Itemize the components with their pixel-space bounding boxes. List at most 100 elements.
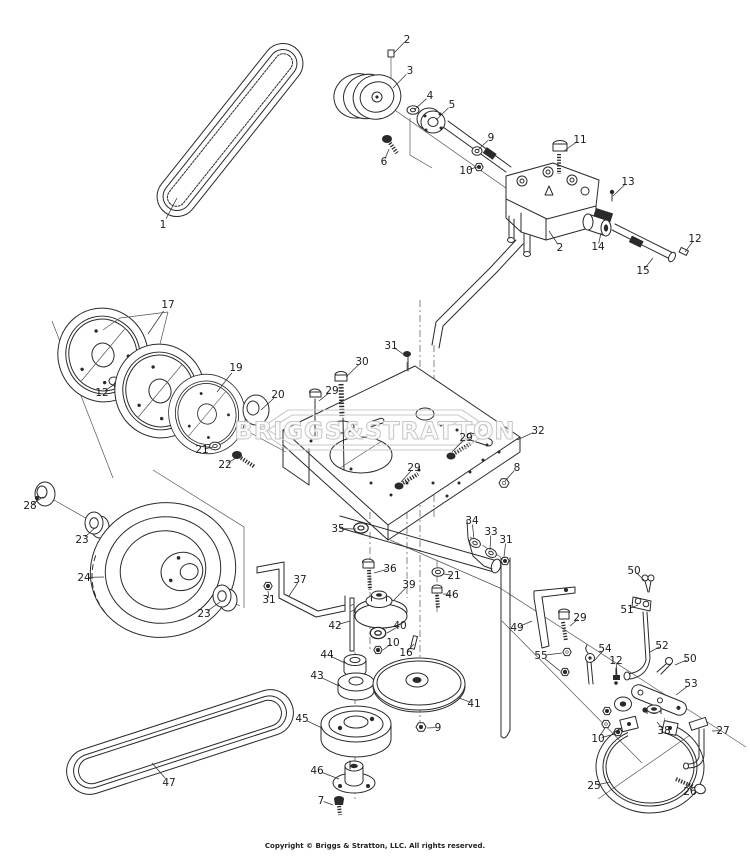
callout-leader	[516, 432, 534, 441]
right-linkage	[500, 557, 709, 814]
callout-leader	[321, 772, 340, 780]
callout-label-12: 12	[609, 655, 622, 667]
callout-leader	[472, 524, 475, 540]
callout-label-1: 1	[160, 219, 167, 231]
callout-label-50: 50	[683, 653, 696, 665]
callout-label-34: 34	[465, 515, 479, 527]
callout-label-41: 41	[467, 698, 480, 710]
callout-leader	[318, 392, 330, 402]
callout-label-21: 21	[195, 444, 208, 456]
callout-leader	[468, 166, 478, 171]
callout-label-55: 55	[534, 650, 547, 662]
gearbox-assembly	[431, 140, 689, 349]
callout-label-51: 51	[620, 604, 633, 616]
bushing-44	[343, 654, 367, 677]
callout-label-5: 5	[449, 99, 456, 111]
callout-label-30: 30	[355, 356, 368, 368]
bolt-30	[334, 371, 348, 471]
watermark-text: BRIGGS&STRATTON	[235, 417, 516, 445]
callout-label-45: 45	[295, 713, 308, 725]
callout-label-31: 31	[499, 534, 512, 546]
bracket-37	[256, 561, 346, 618]
callout-label-20: 20	[271, 389, 284, 401]
bolt-36	[362, 558, 375, 591]
callout-label-12: 12	[95, 387, 108, 399]
callout-leader	[504, 470, 515, 482]
pivot-hub	[602, 696, 648, 716]
callout-label-52: 52	[655, 640, 668, 652]
callout-leader	[599, 727, 606, 737]
clevis-51	[631, 596, 652, 612]
callout-label-6: 6	[381, 156, 388, 168]
callout-leader	[649, 646, 660, 653]
callout-label-10: 10	[459, 165, 472, 177]
coupler-14	[582, 213, 612, 237]
callout-label-25: 25	[587, 780, 600, 792]
cross-shaft	[339, 515, 510, 574]
bolt-29d	[558, 608, 570, 642]
callout-label-31: 31	[262, 594, 275, 606]
callout-leader	[330, 656, 346, 664]
callout-label-21: 21	[447, 570, 460, 582]
callout-label-29: 29	[407, 462, 420, 474]
callout-leader	[458, 697, 471, 703]
callout-label-43: 43	[310, 670, 323, 682]
disc-41	[372, 657, 466, 732]
callout-label-23: 23	[75, 534, 88, 546]
callout-label-2: 2	[404, 34, 411, 46]
rod-42	[349, 597, 355, 652]
key-12	[678, 246, 689, 256]
callout-leader	[489, 535, 492, 551]
callout-leader	[443, 573, 452, 576]
callout-leader	[104, 383, 116, 391]
callout-leader	[207, 601, 221, 612]
callout-leader	[84, 527, 96, 538]
callout-leader	[288, 582, 298, 597]
callout-label-29: 29	[459, 432, 472, 444]
bolt-6	[382, 135, 399, 155]
callout-label-31: 31	[384, 340, 397, 352]
callout-leader	[413, 98, 427, 111]
bracket-49	[533, 586, 576, 649]
callout-leader	[593, 651, 603, 662]
callout-leader	[520, 620, 533, 627]
rod-27	[683, 716, 709, 770]
callout-label-19: 19	[229, 362, 242, 374]
callout-leader	[382, 643, 392, 651]
callout-leader	[597, 781, 611, 786]
callout-label-24: 24	[77, 572, 91, 584]
callout-leader	[644, 257, 654, 268]
callout-label-40: 40	[393, 620, 406, 632]
bolt-29b	[446, 442, 472, 460]
callout-label-22: 22	[218, 459, 231, 471]
callout-label-28: 28	[23, 500, 36, 512]
v-belt-1	[156, 42, 304, 218]
callout-leader	[345, 364, 359, 378]
callout-leader	[323, 801, 334, 806]
washer-20	[242, 394, 270, 426]
callout-leader	[544, 658, 561, 672]
callout-label-50: 50	[627, 565, 640, 577]
callout-label-4: 4	[427, 90, 434, 102]
pulley-39	[354, 590, 408, 629]
center-stack	[320, 522, 418, 816]
callout-label-10: 10	[591, 733, 604, 745]
callout-label-32: 32	[531, 425, 544, 437]
bolt-26	[675, 777, 706, 795]
callout-leader	[636, 572, 646, 582]
callout-label-9: 9	[435, 722, 442, 734]
callout-label-27: 27	[716, 725, 729, 737]
callout-leader	[674, 659, 687, 666]
callout-label-7: 7	[318, 795, 325, 807]
callout-leader	[435, 107, 449, 121]
callout-leader	[216, 372, 233, 393]
callout-label-46: 46	[445, 589, 459, 601]
callout-leader	[384, 148, 390, 159]
callout-label-14: 14	[591, 241, 605, 253]
callout-leader	[394, 347, 407, 357]
callout-label-42: 42	[328, 620, 341, 632]
callout-leader	[598, 232, 602, 244]
wheel-assembly	[34, 481, 238, 638]
bolt-7	[334, 796, 344, 816]
